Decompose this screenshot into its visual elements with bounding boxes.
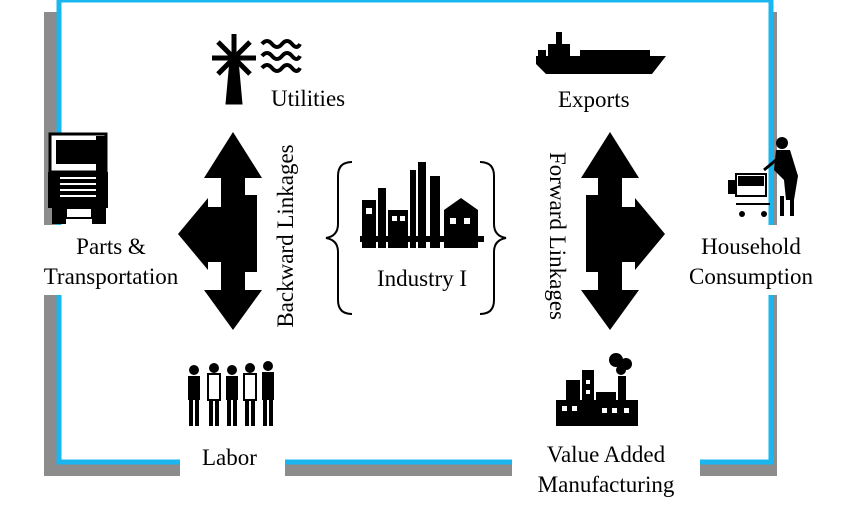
utilities-label: Utilities — [271, 86, 346, 111]
workers-group-icon — [188, 361, 274, 426]
household-label: Household Consumption — [676, 232, 826, 292]
backward-linkages-label: Backward Linkages — [273, 144, 298, 328]
exports-label: Exports — [558, 87, 630, 112]
value-added-label-line1: Value Added — [546, 442, 666, 467]
left-brace-icon — [325, 161, 353, 315]
truck-icon — [48, 132, 108, 224]
forward-linkage-arrow — [581, 132, 665, 330]
water-waves-icon — [260, 39, 302, 73]
industry-label: Industry I — [377, 266, 468, 291]
backward-linkage-arrow — [178, 132, 262, 330]
value-added-label-line2: Manufacturing — [537, 472, 675, 497]
manufacturing-plant-icon — [556, 353, 638, 426]
parts-label: Parts & Transportation — [36, 232, 186, 292]
windmill-icon — [212, 34, 256, 105]
factory-icon — [360, 162, 484, 248]
shopper-with-cart-icon — [728, 137, 798, 217]
forward-linkages-label: Forward Linkages — [545, 152, 570, 320]
right-brace-icon — [479, 161, 507, 315]
household-label-line1: Household — [701, 234, 801, 259]
parts-label-line2: Transportation — [43, 264, 179, 289]
labor-label: Labor — [202, 445, 257, 470]
household-label-line2: Consumption — [689, 264, 813, 289]
value-added-label: Value Added Manufacturing — [516, 440, 696, 500]
parts-label-line1: Parts & — [76, 234, 146, 259]
cargo-ship-icon — [536, 32, 666, 74]
